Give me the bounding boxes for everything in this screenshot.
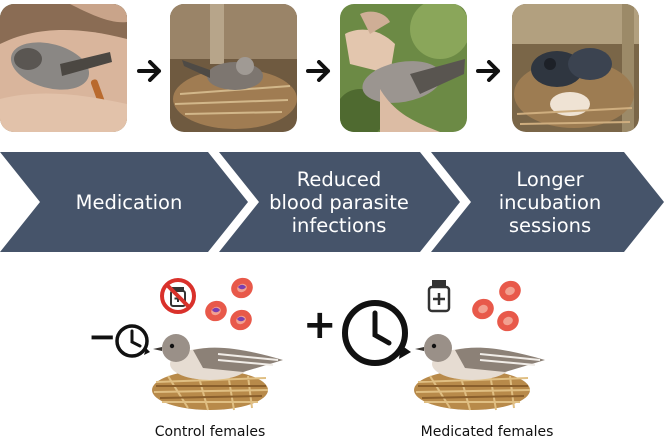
- bird-on-nest-control: [152, 334, 283, 411]
- arrow-right-icon: [476, 60, 500, 82]
- infected-blood-cell-icon: [231, 277, 253, 299]
- photo-bird-in-hand: [0, 4, 127, 132]
- step-chevron-3: [431, 152, 664, 252]
- minus-sign: −: [88, 317, 117, 357]
- photo-bird-on-nest: [170, 4, 297, 132]
- arrow-right-icon: [137, 60, 161, 82]
- no-medication-icon: [160, 278, 196, 314]
- blood-cell-icon: [497, 310, 519, 332]
- medicated-females-label: Medicated females: [420, 424, 554, 440]
- step-label-reduced-infections: Reduced blood parasite infections: [269, 167, 409, 237]
- step-label-medication: Medication: [75, 190, 183, 214]
- infected-blood-cell-icon: [230, 309, 252, 331]
- clock-icon: [342, 300, 411, 366]
- photo-wing-sampling: [340, 4, 467, 132]
- step-label-longer-incubation: Longer incubation sessions: [498, 167, 602, 237]
- step-chevron-1: [0, 152, 248, 252]
- arrow-right-icon: [306, 60, 330, 82]
- step-chevron-2: [219, 152, 460, 252]
- control-females-label: Control females: [154, 424, 266, 440]
- blood-cell-icon: [499, 280, 521, 302]
- clock-icon: [115, 324, 150, 358]
- medicine-bottle-icon: [427, 280, 451, 313]
- process-flow: Medication Reduced blood parasite infect…: [0, 152, 667, 252]
- photo-nestlings: [512, 4, 639, 132]
- infected-blood-cell-icon: [205, 300, 227, 322]
- blood-cell-icon: [472, 298, 494, 320]
- bird-on-nest-medicated: [414, 334, 545, 411]
- plus-sign: +: [303, 302, 337, 348]
